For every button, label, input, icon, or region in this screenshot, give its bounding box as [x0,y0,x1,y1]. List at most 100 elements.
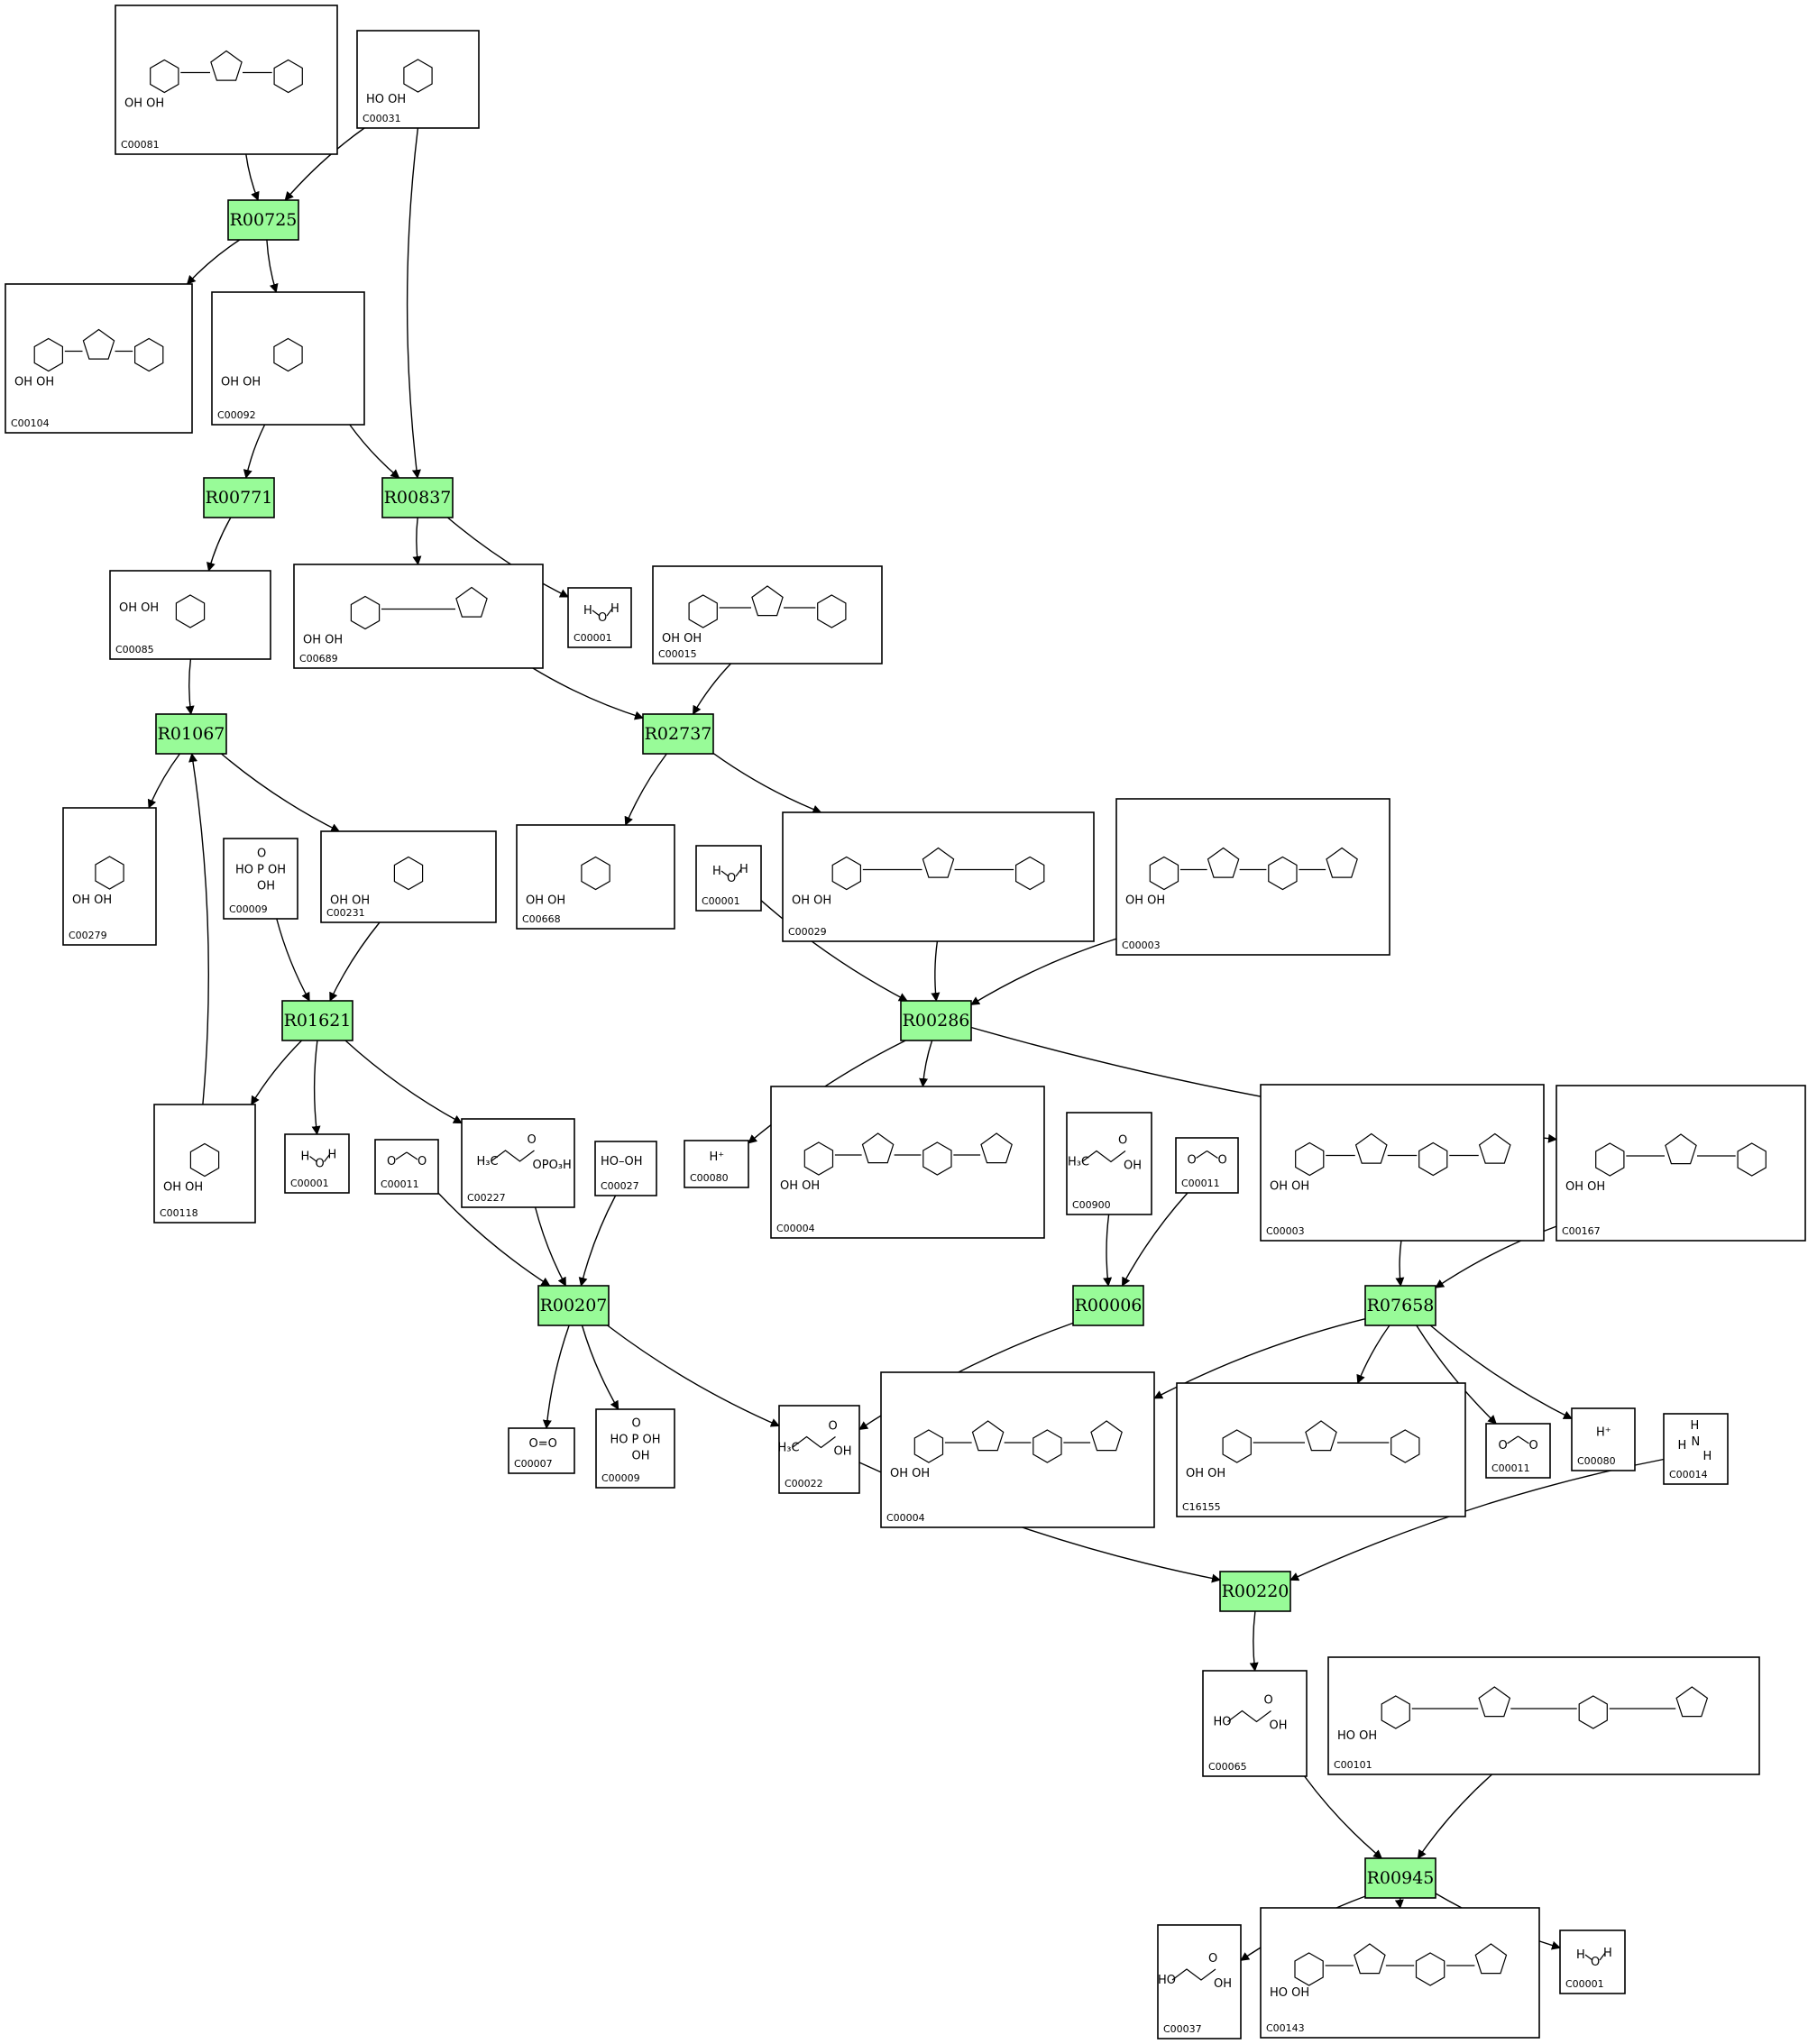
edge-arrow [311,1040,321,1135]
reaction-label: R07658 [1367,1296,1435,1315]
compound-box [320,830,497,923]
reaction-node[interactable]: R00286 [900,1000,972,1041]
edge-arrow [221,753,341,832]
compound-label: C00011 [381,1178,419,1190]
svg-text:OH OH: OH OH [662,632,702,646]
svg-text:HO OH: HO OH [366,93,406,106]
svg-text:O: O [1529,1439,1538,1453]
compound-box [1175,1137,1239,1194]
compound-label: C00668 [522,913,561,925]
reaction-box[interactable] [381,477,454,518]
reaction-node[interactable]: R00207 [537,1285,610,1326]
reaction-box[interactable] [1072,1285,1144,1326]
svg-text:O: O [1499,1439,1508,1453]
svg-text:OH OH: OH OH [72,894,112,907]
edge-arrow [532,667,644,720]
reaction-node[interactable]: R00837 [381,477,454,518]
compound-label: C00001 [1565,1978,1604,1990]
edge-arrow [251,1040,303,1105]
reaction-node[interactable]: R07658 [1364,1285,1436,1326]
compound-box [356,30,480,129]
edge-arrow [712,752,822,814]
compound-label: C00065 [1208,1761,1247,1773]
reaction-node[interactable]: R02737 [642,713,714,755]
compound-label: C00001 [290,1178,329,1189]
compound-label: C00011 [1181,1178,1220,1189]
compound-box [374,1139,439,1195]
svg-text:HO: HO [610,1434,629,1447]
compound-label: C00037 [1163,2023,1202,2035]
edge-arrow [344,1040,463,1124]
reaction-box[interactable] [281,1000,353,1041]
compound-label: C00080 [1577,1455,1616,1467]
reaction-box[interactable] [227,199,299,241]
structure-drawing: OH OH [119,594,206,628]
structure-drawing: HO OH [366,59,433,106]
svg-text:H: H [1691,1419,1700,1433]
compound-box [1202,1670,1308,1777]
svg-text:O: O [1208,1952,1217,1966]
compound-label: C00015 [658,648,697,660]
edge-arrow [188,753,209,1105]
edge-arrow [581,1324,619,1410]
svg-text:H: H [712,865,721,878]
reaction-node[interactable]: R00725 [227,199,299,241]
reaction-box[interactable] [537,1285,610,1326]
reaction-node[interactable]: R00220 [1219,1571,1291,1612]
svg-text:OH: OH [1270,1719,1288,1733]
reaction-node[interactable]: R01067 [155,713,227,755]
reaction-box[interactable] [155,713,227,755]
reaction-node[interactable]: R01621 [281,1000,353,1041]
svg-text:H₃C: H₃C [1068,1156,1089,1169]
structure-drawing: HO–OH [601,1155,643,1169]
compound-label: C00143 [1266,2022,1305,2034]
reaction-box[interactable] [1364,1857,1436,1899]
structure-drawing: H⁺ [1596,1426,1611,1440]
svg-text:OH: OH [257,880,275,894]
compound-label: C00009 [229,903,268,915]
svg-text:OH OH: OH OH [330,894,370,908]
edge-arrow [1429,1324,1573,1420]
reaction-box[interactable] [900,1000,972,1041]
compound-box [461,1118,575,1208]
svg-text:OH OH: OH OH [1125,894,1165,908]
reaction-label: R01621 [284,1011,352,1031]
reaction-label: R00837 [384,488,452,508]
compound-box [684,1140,749,1188]
reaction-box[interactable] [642,713,714,755]
reaction-box[interactable] [1364,1285,1436,1326]
structure-drawing: HO OH [1270,1943,1508,2000]
compound-box [1571,1407,1636,1471]
compound-node: HO OH C00143 [1260,1907,1540,2039]
reaction-node[interactable]: R00771 [203,477,275,518]
svg-text:H⁺: H⁺ [710,1150,725,1164]
structure-drawing: HOH [583,602,619,625]
edge-arrow [437,1192,551,1287]
reaction-box[interactable] [203,477,275,518]
structure-drawing: OH OH [1186,1420,1420,1480]
reaction-node[interactable]: R00006 [1072,1285,1144,1326]
structure-drawing: OH OH [303,586,488,647]
reaction-box[interactable] [1219,1571,1291,1612]
structure-drawing: HOH [712,863,748,885]
edge-arrow [329,921,381,1002]
structure-drawing: OH OH [14,328,164,390]
compound-box [62,807,157,946]
reaction-node[interactable]: R00945 [1364,1857,1436,1899]
compound-label: C00001 [574,632,612,644]
